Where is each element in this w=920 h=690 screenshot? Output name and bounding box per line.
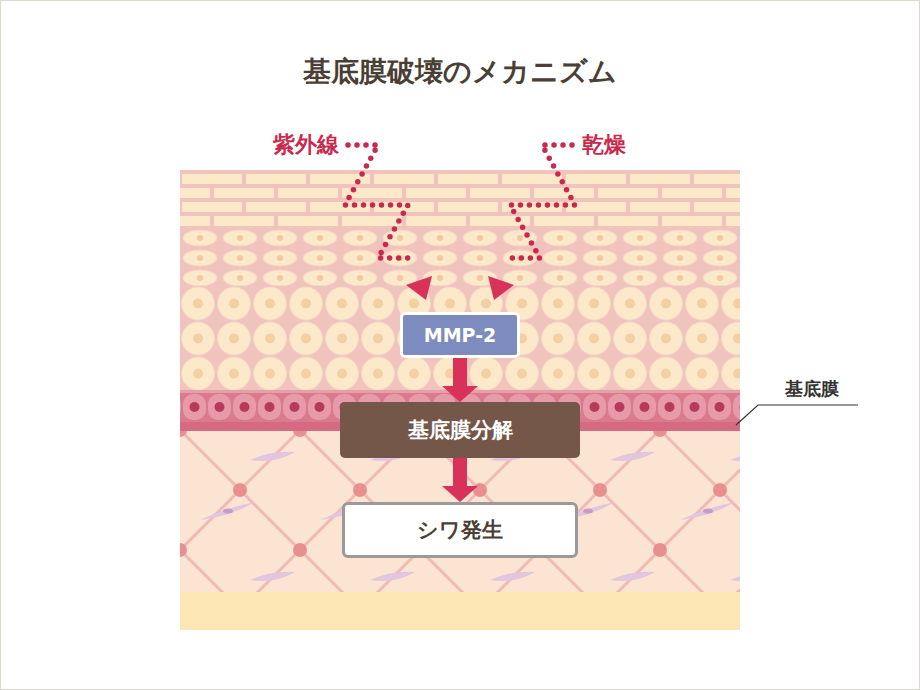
box-text: 基底膜分解 — [408, 416, 513, 444]
diagram-title: 基底膜破壊のメカニズム — [303, 53, 617, 91]
part-label: 基底膜 — [785, 377, 839, 401]
enzyme-box: MMP-2 — [400, 312, 520, 358]
process-box: 基底膜分解 — [340, 402, 580, 458]
box-text: シワ発生 — [417, 516, 503, 544]
box-text: MMP-2 — [424, 324, 497, 346]
flow-arrow — [442, 458, 478, 502]
flow-arrow — [442, 358, 478, 402]
cause-label: 乾燥 — [582, 130, 626, 160]
cause-label: 紫外線 — [273, 130, 339, 160]
result-box: シワ発生 — [342, 502, 578, 558]
